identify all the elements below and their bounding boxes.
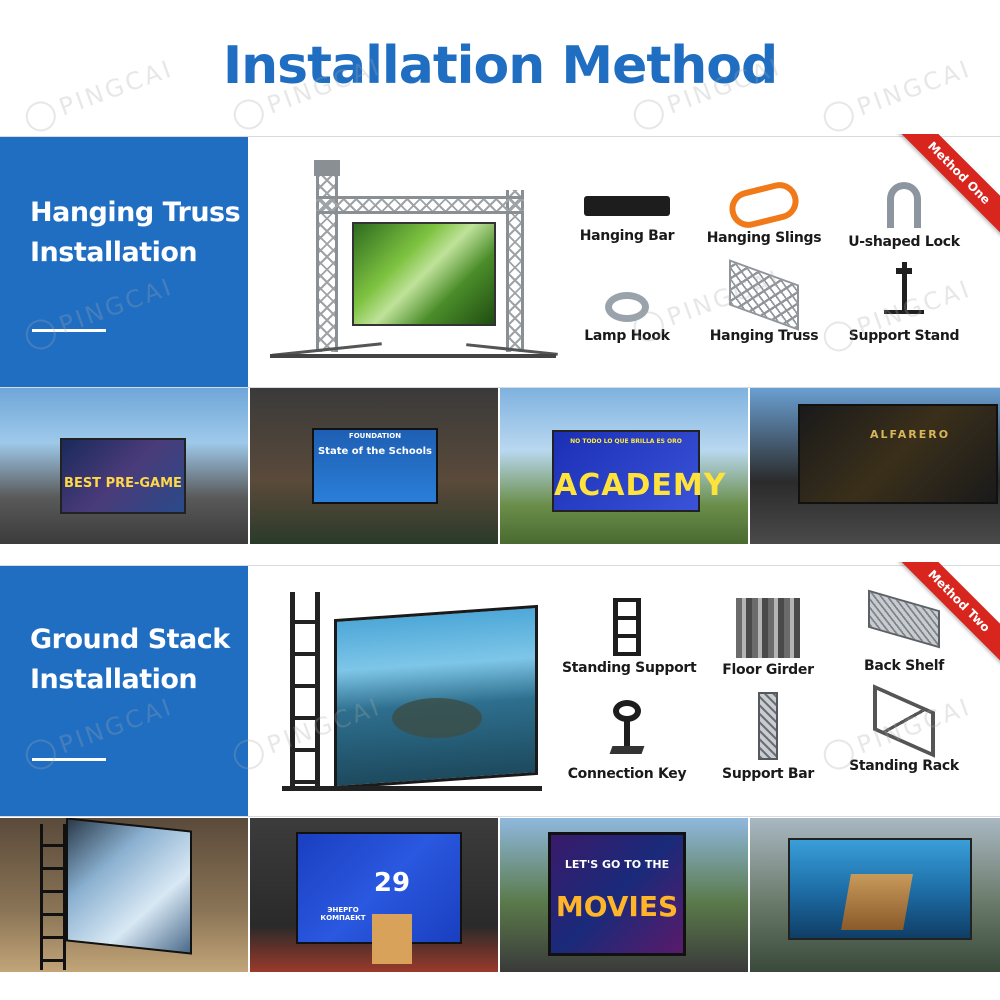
hanging-truss-diagram (270, 160, 560, 370)
lamp-hook-icon (605, 292, 649, 322)
section-underline (32, 758, 106, 761)
photo-example: ЭНЕРГО КОМПАЕКТ 29 (250, 818, 498, 972)
u-shaped-lock-icon (887, 182, 921, 228)
section-title-line2: Installation (30, 237, 198, 268)
item-back-shelf: Back Shelf (846, 589, 962, 674)
hanging-bar-icon (584, 196, 670, 216)
hanging-slings-icon (725, 178, 803, 232)
section-label-panel: Hanging Truss Installation (0, 137, 248, 387)
photo-example: BEST PRE-GAME (0, 388, 248, 544)
standing-support-icon (613, 598, 641, 656)
floor-girder-icon (736, 598, 800, 658)
item-support-stand: Support Stand (846, 262, 962, 344)
photo-example: FOUNDATION State of the Schools (250, 388, 498, 544)
watermark-logo-icon (629, 95, 669, 134)
watermark-logo-icon (21, 97, 61, 136)
item-u-shaped-lock: U-shaped Lock (846, 182, 962, 250)
method-ribbon: Method Two (890, 562, 1000, 672)
section-hanging-truss (0, 136, 1000, 388)
item-floor-girder: Floor Girder (710, 598, 826, 678)
section-title-line2: Installation (30, 664, 198, 695)
section-ground-stack (0, 565, 1000, 817)
photo-example (0, 818, 248, 972)
watermark-logo-icon (229, 95, 269, 134)
page-title: Installation Method (222, 36, 778, 96)
item-hanging-bar: Hanging Bar (572, 190, 682, 244)
section-underline (32, 329, 106, 332)
photo-example (750, 818, 1000, 972)
photo-example: LET'S GO TO THE MOVIES (500, 818, 748, 972)
photo-example: NO TODO LO QUE BRILLA ES ORO ACADEMY (500, 388, 748, 544)
photo-example: ALFARERO (750, 388, 1000, 544)
section-title-line1: Ground Stack (30, 624, 230, 655)
support-stand-icon (882, 262, 926, 324)
connection-key-icon (605, 700, 649, 760)
item-standing-support: Standing Support (562, 598, 697, 676)
method-ribbon: Method One (890, 134, 1000, 244)
item-hanging-truss: Hanging Truss (706, 259, 822, 344)
item-standing-rack: Standing Rack (846, 684, 962, 774)
item-support-bar: Support Bar (710, 692, 826, 782)
section-title-line1: Hanging Truss (30, 197, 241, 228)
item-lamp-hook: Lamp Hook (572, 292, 682, 344)
section-label-panel: Ground Stack Installation (0, 566, 248, 816)
support-bar-icon (758, 692, 778, 760)
ground-stack-diagram (282, 588, 548, 800)
item-hanging-slings: Hanging Slings (706, 178, 822, 246)
watermark-logo-icon (819, 97, 859, 136)
item-connection-key: Connection Key (562, 700, 692, 782)
